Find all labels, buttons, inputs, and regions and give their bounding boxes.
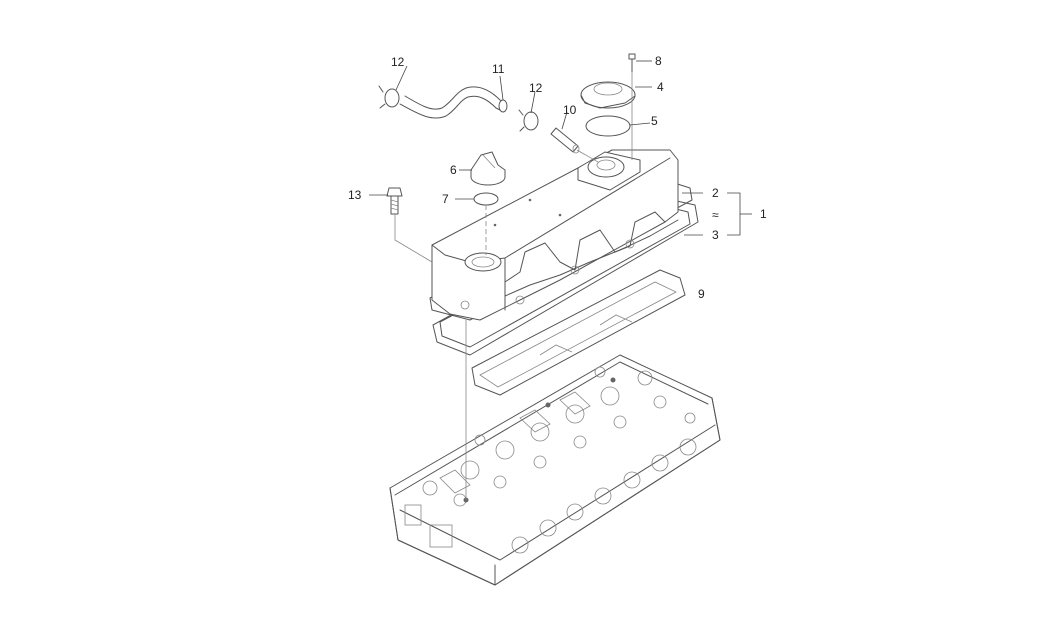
callout-11: 11 (492, 62, 505, 76)
callout-7: 7 (442, 192, 449, 206)
cylinder-head (389, 354, 721, 586)
o-ring-part-7 (473, 192, 499, 206)
callout-4: 4 (657, 80, 664, 94)
callout-2: 2 (712, 186, 719, 200)
screw-part-8 (628, 53, 636, 73)
leader-lines (369, 60, 752, 236)
callout-labels: 12 11 12 10 8 4 5 6 7 13 2 ≈ 3 1 9 (348, 54, 767, 301)
rocker-cover (431, 149, 679, 321)
callout-5: 5 (651, 114, 658, 128)
callout-tilde: ≈ (712, 208, 719, 222)
hose-part-11 (399, 86, 508, 119)
callout-12-right: 12 (529, 81, 543, 95)
assembly-lines (394, 72, 633, 500)
callout-10: 10 (563, 103, 577, 117)
callout-12-left: 12 (391, 55, 405, 69)
callout-13: 13 (348, 188, 362, 202)
callout-8: 8 (655, 54, 662, 68)
hose-clamp-part-12-left (378, 85, 400, 109)
breather-cover-part-4 (580, 81, 636, 109)
callout-1: 1 (760, 207, 767, 221)
callout-9: 9 (698, 287, 705, 301)
bolt-part-13 (386, 187, 403, 215)
callout-3: 3 (712, 228, 719, 242)
gasket-part-9 (471, 269, 686, 396)
callout-6: 6 (450, 163, 457, 177)
hose-clamp-part-12-right (518, 109, 539, 132)
o-ring-part-5 (585, 115, 631, 137)
pipe-part-10 (550, 127, 580, 154)
oil-filler-cap-part-6 (470, 151, 506, 186)
